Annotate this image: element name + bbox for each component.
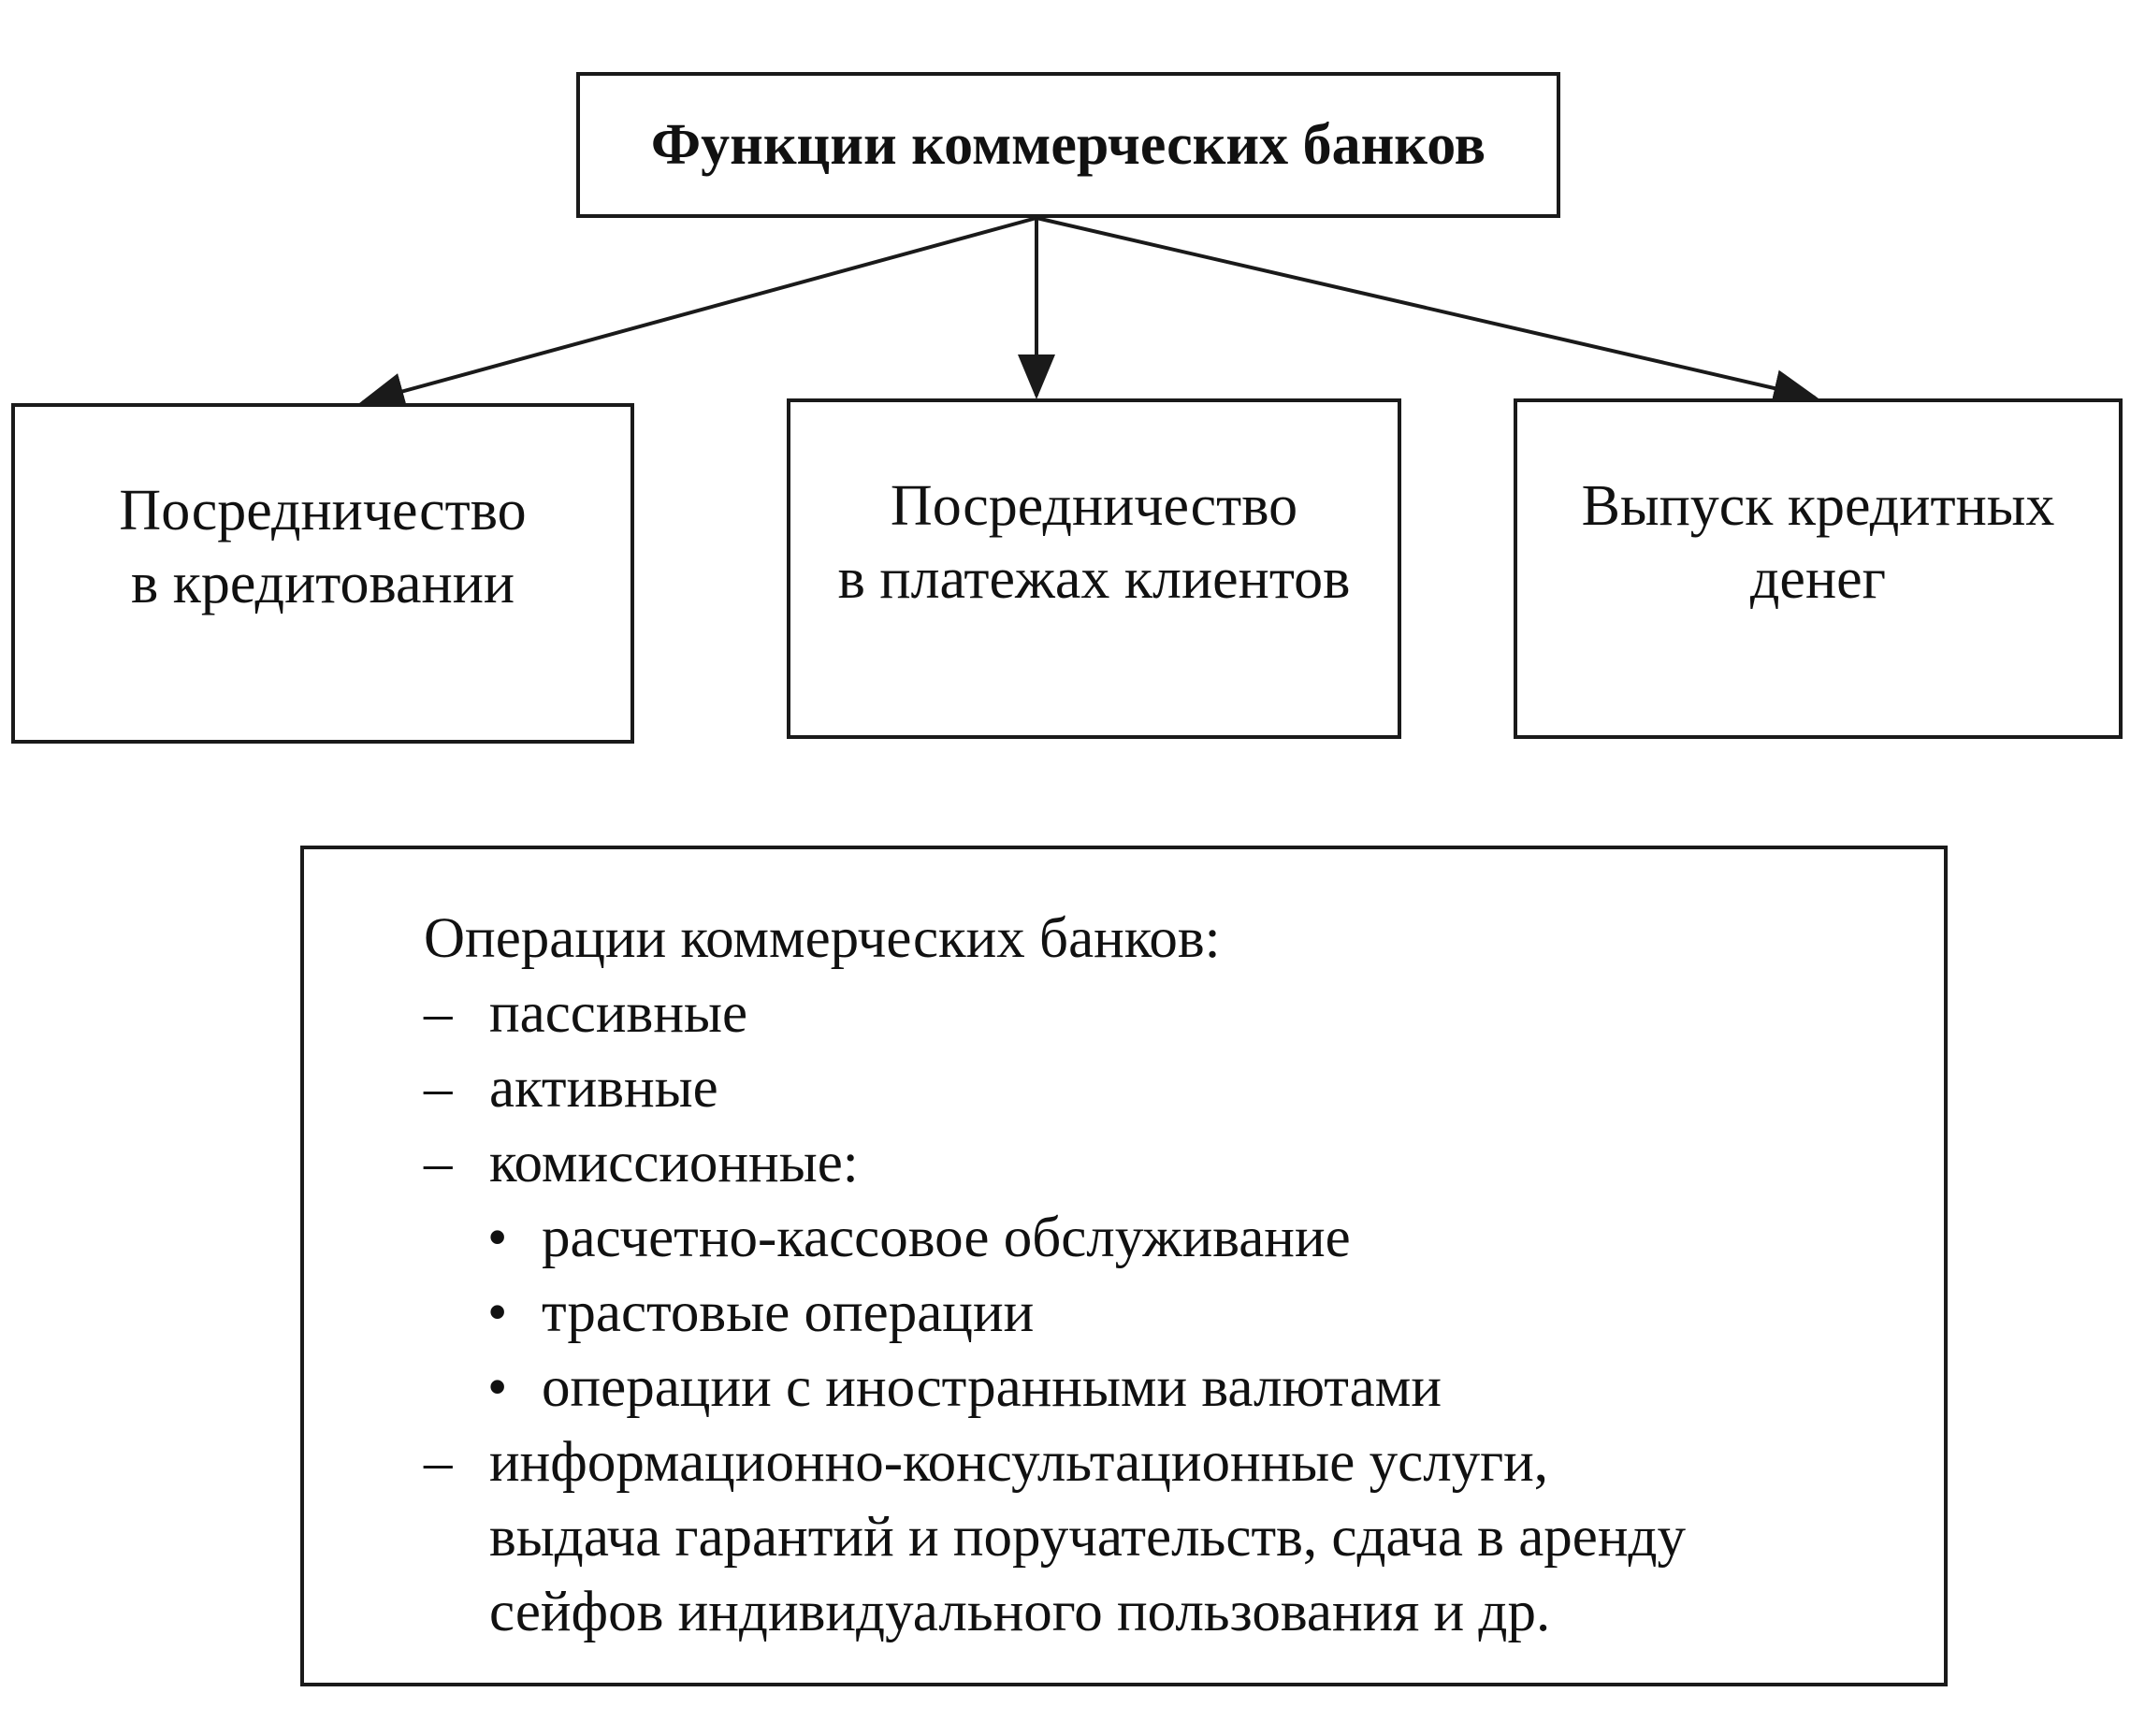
- dash-marker: –: [424, 1431, 453, 1494]
- function-label-line: Посредничество: [119, 479, 527, 542]
- sub-list-item: • трастовые операции: [424, 1276, 1944, 1351]
- operations-heading: Операции коммерческих банков:: [424, 907, 1221, 970]
- list-item-continuation: сейфов индивидуального пользования и др.: [489, 1581, 1551, 1643]
- sub-list-item-label: трастовые операции: [542, 1281, 1035, 1344]
- sub-list-item-label: расчетно-кассовое обслуживание: [542, 1207, 1351, 1269]
- function-label-line: в кредитовании: [130, 552, 515, 615]
- diagram-title: Функции коммерческих банков: [650, 112, 1486, 177]
- list-item-continuation: выдача гарантий и поручательств, сдача в…: [489, 1506, 1687, 1569]
- function-node-credit-money-issue: Выпуск кредитных денег: [1514, 398, 2123, 739]
- root-node-functions: Функции коммерческих банков: [576, 72, 1560, 218]
- operations-panel: Операции коммерческих банков: –пассивные…: [300, 846, 1948, 1686]
- dash-marker: –: [424, 1132, 453, 1194]
- sub-list-item-label: операции с иностранными валютами: [542, 1356, 1442, 1419]
- function-label-line: Посредничество: [890, 474, 1298, 538]
- bullet-icon: •: [487, 1356, 508, 1419]
- list-item: –комиссионные:: [424, 1126, 1944, 1201]
- function-label-line: денег: [1749, 547, 1887, 611]
- list-item-label: комиссионные:: [489, 1132, 859, 1194]
- list-item: –пассивные: [424, 976, 1944, 1051]
- arrow-to-credit-money-issue: [1036, 216, 1819, 407]
- dash-marker: –: [424, 982, 453, 1045]
- list-item-label: пассивные: [489, 982, 748, 1045]
- list-item-label: активные: [489, 1057, 718, 1120]
- list-item: –информационно-консультационные услуги,: [424, 1425, 1944, 1500]
- function-node-credit-intermediation: Посредничество в кредитовании: [11, 403, 634, 744]
- arrow-to-credit-intermediation: [359, 216, 1037, 410]
- dash-marker: –: [424, 1057, 453, 1120]
- bullet-icon: •: [487, 1281, 508, 1344]
- list-item-label: информационно-консультационные услуги,: [489, 1431, 1549, 1494]
- list-item: –активные: [424, 1051, 1944, 1126]
- sub-list-item: • операции с иностранными валютами: [424, 1351, 1944, 1425]
- bullet-icon: •: [487, 1207, 508, 1269]
- function-label-line: Выпуск кредитных: [1581, 474, 2055, 538]
- function-node-payment-intermediation: Посредничество в платежах клиентов: [787, 398, 1401, 739]
- sub-list-item: • расчетно-кассовое обслуживание: [424, 1201, 1944, 1276]
- function-label-line: в платежах клиентов: [837, 547, 1351, 611]
